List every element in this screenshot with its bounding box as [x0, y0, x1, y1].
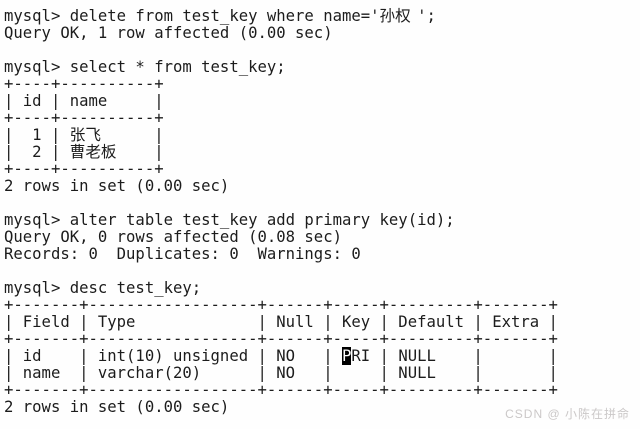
- terminal-line: | id | int(10) unsigned | NO | PRI | NUL…: [4, 347, 558, 365]
- csdn-watermark: CSDN @ 小陈在拼命: [505, 407, 630, 421]
- terminal-line: mysql> delete from test_key where name='…: [4, 7, 436, 25]
- terminal-line: mysql> alter table test_key add primary …: [4, 211, 455, 229]
- terminal-line: +-------+------------------+------+-----…: [4, 381, 558, 399]
- cjk-text: 曹老板: [69, 143, 117, 161]
- terminal-line: | Field | Type | Null | Key | Default | …: [4, 313, 558, 331]
- terminal-line: +-------+------------------+------+-----…: [4, 296, 558, 314]
- terminal-line: Query OK, 0 rows affected (0.08 sec): [4, 228, 342, 246]
- cursor-highlight: P: [341, 347, 352, 365]
- terminal-output: mysql> delete from test_key where name='…: [4, 8, 640, 416]
- terminal-line: +----+----------+: [4, 75, 164, 93]
- terminal-line: +-------+------------------+------+-----…: [4, 330, 558, 348]
- terminal-line: Records: 0 Duplicates: 0 Warnings: 0: [4, 245, 361, 263]
- cjk-text: 孙权: [379, 7, 411, 25]
- terminal-line: [4, 263, 640, 280]
- terminal-line: 2 rows in set (0.00 sec): [4, 177, 230, 195]
- terminal-line: | 1 | 张飞 |: [4, 126, 164, 144]
- cjk-text: 张飞: [69, 126, 101, 144]
- terminal-line: +----+----------+: [4, 109, 164, 127]
- terminal-line: | id | name |: [4, 92, 164, 110]
- terminal-line: | name | varchar(20) | NO | | NULL | |: [4, 364, 558, 382]
- terminal-line: Query OK, 1 row affected (0.00 sec): [4, 24, 333, 42]
- terminal-line: mysql> desc test_key;: [4, 279, 202, 297]
- terminal-line: [4, 195, 640, 212]
- terminal-line: mysql> select * from test_key;: [4, 58, 286, 76]
- terminal-line: [4, 42, 640, 59]
- terminal-line: | 2 | 曹老板 |: [4, 143, 164, 161]
- terminal-line: +----+----------+: [4, 160, 164, 178]
- terminal-line: 2 rows in set (0.00 sec): [4, 398, 230, 416]
